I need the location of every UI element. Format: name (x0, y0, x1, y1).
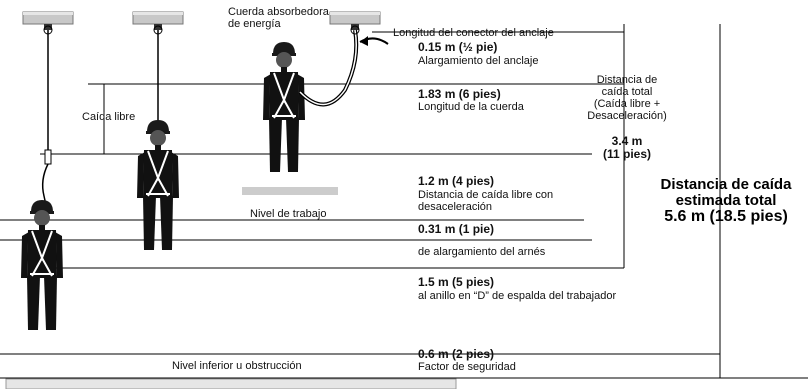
total-fall-label: Distancia de caída total (Caída libre + … (587, 74, 667, 122)
lanyard-text: Longitud de la cuerda (418, 101, 524, 113)
decel-text: Distancia de caída libre con desacelerac… (418, 189, 554, 213)
measurement-lines (0, 31, 808, 379)
anchor-beam-1 (22, 11, 74, 31)
worker-figure-3 (262, 41, 306, 173)
energy-absorber-label: Cuerda absorbedora de energía (228, 6, 329, 30)
lower-level-label: Nivel inferior u obstrucción (172, 360, 302, 372)
work-level-label: Nivel de trabajo (250, 208, 327, 220)
lanyard-value: 1.83 m (6 pies) (418, 87, 501, 101)
decel-value: 1.2 m (4 pies) (418, 174, 495, 188)
dring-value: 1.5 m (5 pies) (418, 275, 495, 289)
safety-text: Factor de seguridad (418, 361, 516, 373)
anchor-beam-3 (329, 11, 381, 31)
anchor-beam-2 (132, 11, 184, 31)
total-fall-value: 3.4 m (11 pies) (602, 134, 652, 161)
worker-figure-2 (136, 119, 180, 251)
connector-length-label: Longitud del conector del anclaje (393, 27, 554, 39)
lower-ground (5, 378, 457, 389)
estimated-total-label: Distancia de caída estimada total 5.6 m … (660, 176, 792, 225)
dring-text: al anillo en “D” de espalda del trabajad… (418, 290, 617, 302)
harness-text: de alargamiento del arnés (418, 246, 546, 258)
work-platform (242, 187, 338, 195)
anchor-stretch-text: Alargamiento del anclaje (418, 55, 539, 67)
free-fall-label: Caída libre (82, 111, 136, 123)
harness-value: 0.31 m (1 pie) (418, 222, 495, 236)
safety-value: 0.6 m (2 pies) (418, 347, 495, 361)
anchor-stretch-value: 0.15 m (½ pie) (418, 40, 498, 54)
dimension-lines (103, 24, 721, 378)
